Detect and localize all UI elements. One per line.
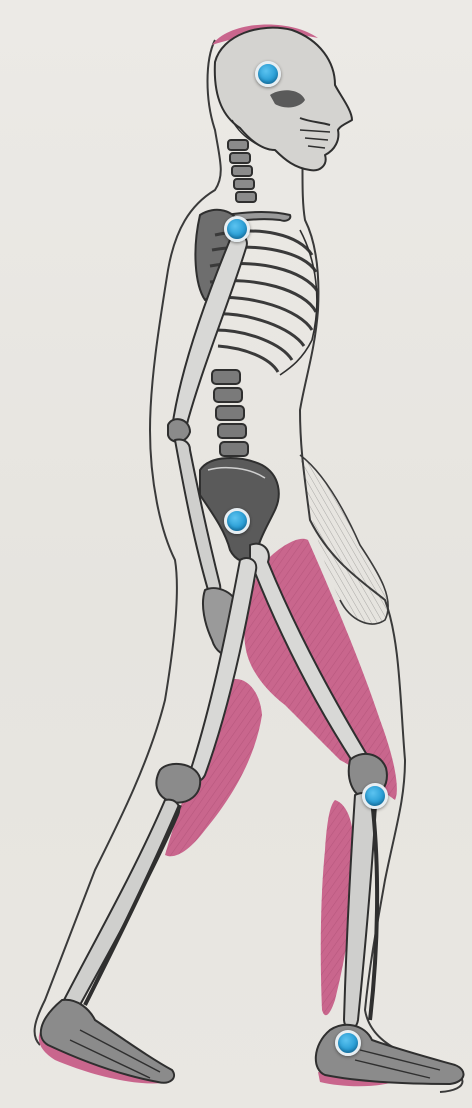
- hotspot-head[interactable]: [255, 61, 281, 87]
- hotspot-knee[interactable]: [362, 783, 388, 809]
- cervical-spine: [228, 140, 256, 202]
- hotspot-shoulder[interactable]: [224, 216, 250, 242]
- hotspot-ankle[interactable]: [335, 1030, 361, 1056]
- knee-back: [156, 764, 200, 803]
- elbow-joint: [168, 419, 190, 442]
- lumbar-spine: [212, 370, 248, 456]
- hotspot-hip[interactable]: [224, 508, 250, 534]
- skeleton: [41, 28, 464, 1084]
